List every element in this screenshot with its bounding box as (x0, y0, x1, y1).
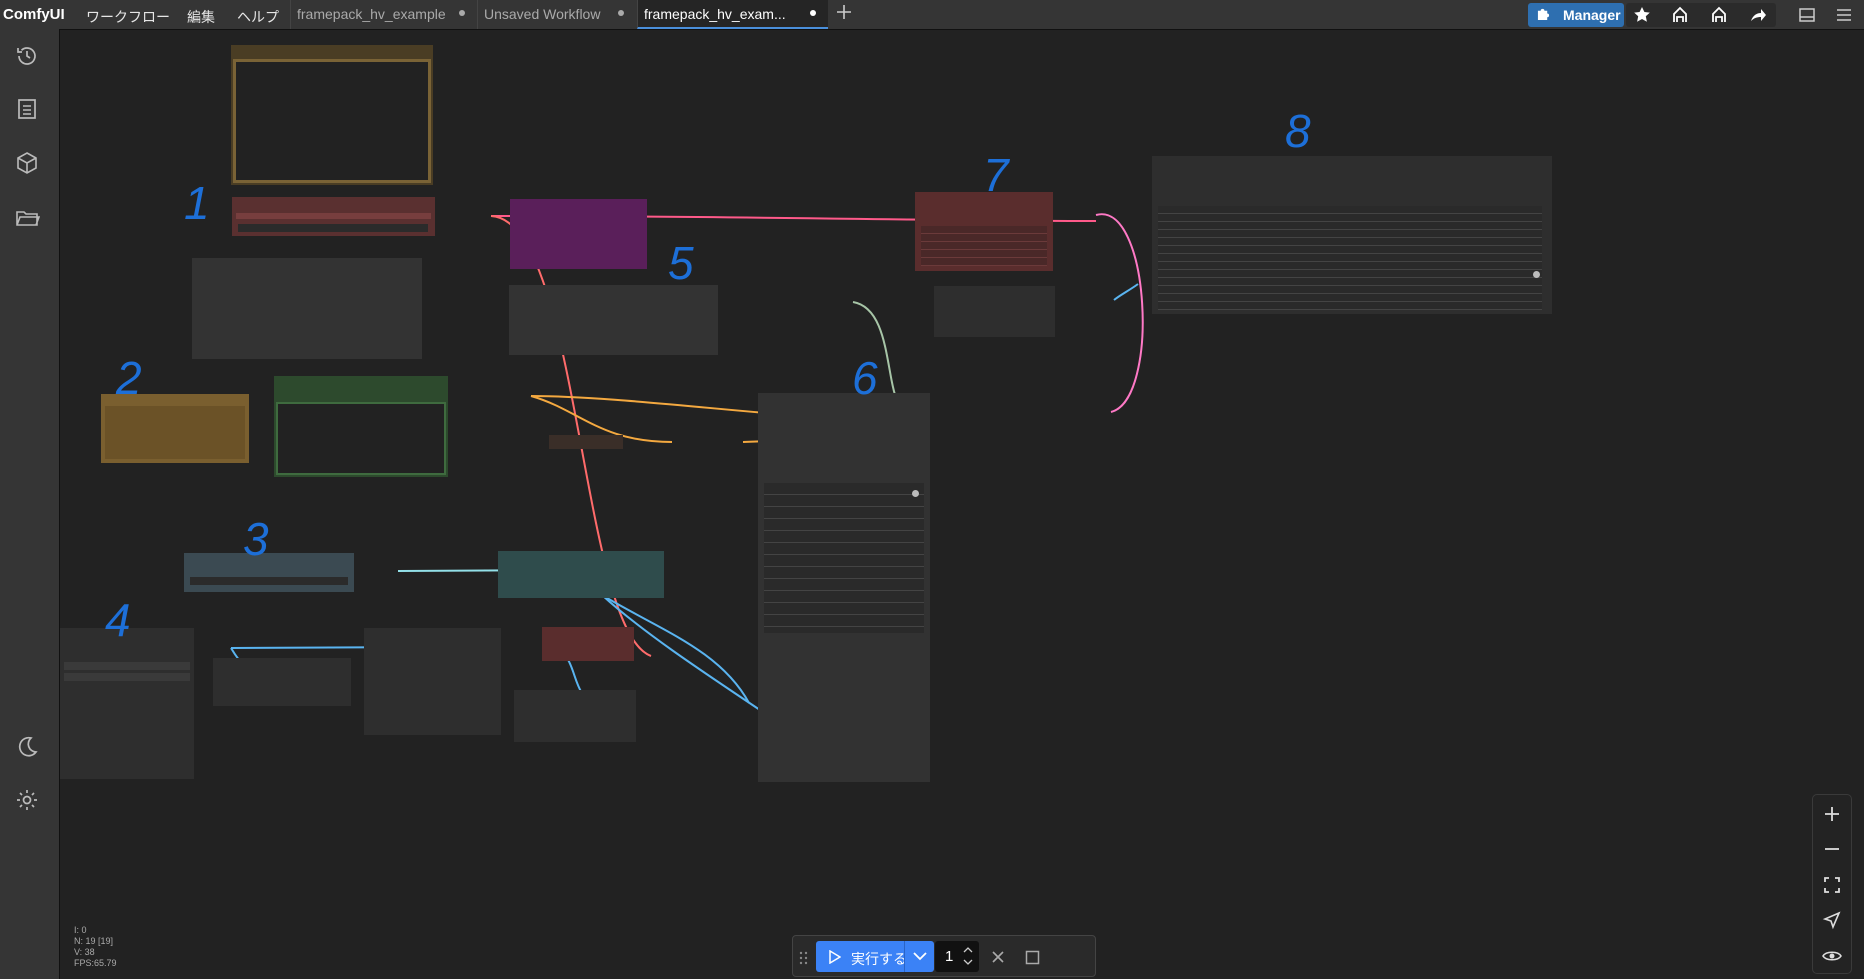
unsaved-dot-icon (810, 10, 816, 16)
annotation-1: 1 (184, 177, 210, 229)
node-3-text[interactable] (184, 553, 354, 592)
zoom-in-icon[interactable] (1821, 803, 1843, 825)
model-library-cube-icon[interactable] (14, 150, 40, 176)
tab-framepack-active[interactable]: framepack_hv_exam... (637, 0, 828, 29)
node-vae[interactable] (514, 690, 636, 742)
top-bar: ComfyUI ワークフロー 編集 ヘルプ framepack_hv_examp… (0, 0, 1864, 30)
model-icon[interactable] (1670, 5, 1690, 25)
node-video-info[interactable] (934, 286, 1055, 337)
tab-label: framepack_hv_exam... (644, 6, 786, 22)
hamburger-menu-icon[interactable] (1834, 5, 1854, 25)
node-widget[interactable] (190, 577, 348, 585)
zoom-out-icon[interactable] (1821, 838, 1843, 860)
share-icon[interactable] (1748, 5, 1768, 25)
node-teal[interactable] (498, 551, 664, 598)
node-widget[interactable] (64, 673, 190, 681)
new-tab-button[interactable] (836, 3, 852, 26)
node-body (105, 406, 245, 459)
node-2-input[interactable] (101, 394, 249, 463)
canvas-stats: I: 0 N: 19 [19] V: 38 FPS:65.79 (74, 925, 117, 969)
visibility-eye-icon[interactable] (1821, 945, 1843, 967)
node-encode[interactable] (364, 628, 501, 735)
node-widget[interactable] (64, 662, 190, 670)
stepper-arrows-icon[interactable] (962, 945, 974, 967)
annotation-3: 3 (243, 513, 269, 565)
toolbar-icon-group (1626, 3, 1776, 27)
plus-icon (837, 5, 851, 19)
node-widget[interactable] (236, 213, 431, 219)
puzzle-icon (1537, 8, 1550, 20)
panel-toggle-icon[interactable] (1797, 5, 1817, 25)
node-red-small[interactable] (542, 627, 634, 661)
node-7-decode[interactable] (915, 192, 1053, 271)
annotation-6: 6 (852, 352, 878, 404)
unsaved-dot-icon (459, 10, 465, 16)
zoom-controls (1812, 794, 1852, 974)
tab-unsaved-workflow[interactable]: Unsaved Workflow (477, 0, 636, 29)
node-6-sampler[interactable] (758, 393, 930, 782)
select-pointer-icon[interactable] (1821, 909, 1843, 931)
run-toolbar: 実行する 1 (792, 935, 1096, 977)
drag-handle-icon[interactable] (799, 951, 809, 965)
sidebar (0, 29, 60, 979)
app-logo: ComfyUI (3, 6, 65, 23)
stat-line: N: 19 [19] (74, 936, 114, 946)
node-green-preview[interactable] (274, 376, 448, 477)
node-5[interactable] (509, 285, 718, 355)
toggle-dot-icon[interactable] (1533, 271, 1540, 278)
tab-label: framepack_hv_example (297, 6, 446, 22)
node-settings[interactable] (192, 258, 422, 359)
history-icon[interactable] (14, 43, 40, 69)
node-widgets[interactable] (921, 226, 1047, 266)
workflows-folder-icon[interactable] (14, 204, 40, 230)
run-label: 実行する (851, 951, 907, 967)
annotation-2: 2 (116, 352, 142, 404)
menu-edit[interactable]: 編集 (187, 9, 215, 25)
tab-framepack-example[interactable]: framepack_hv_example (290, 0, 476, 29)
play-icon (829, 950, 841, 964)
run-mode-dropdown[interactable] (904, 941, 935, 972)
node-4-image[interactable] (60, 628, 194, 779)
tab-label: Unsaved Workflow (484, 6, 601, 22)
cancel-x-icon[interactable] (991, 950, 1005, 964)
node-body (233, 59, 431, 183)
chevron-down-icon (913, 952, 927, 961)
stat-line: V: 38 (74, 947, 95, 957)
annotation-7: 7 (983, 149, 1009, 201)
node-1-loader[interactable] (232, 197, 435, 236)
node-group-gold[interactable] (231, 45, 433, 185)
node-widget[interactable] (238, 224, 428, 232)
manager-button[interactable]: Manager (1528, 3, 1624, 27)
node-widgets[interactable] (764, 483, 924, 633)
node-8-video-combine[interactable] (1152, 156, 1552, 314)
settings-gear-icon[interactable] (14, 787, 40, 813)
menu-help[interactable]: ヘルプ (237, 9, 279, 25)
batch-count-stepper[interactable]: 1 (935, 941, 979, 972)
annotation-8: 8 (1285, 105, 1311, 157)
fit-view-icon[interactable] (1821, 874, 1843, 896)
theme-moon-icon[interactable] (14, 734, 40, 760)
model-alt-icon[interactable] (1709, 5, 1729, 25)
node-reroute[interactable] (549, 435, 623, 449)
stat-line: I: 0 (74, 925, 87, 935)
annotation-5: 5 (668, 237, 694, 289)
node-note-purple[interactable] (510, 199, 647, 269)
manager-label: Manager (1563, 7, 1621, 23)
menu-workflow[interactable]: ワークフロー (86, 9, 170, 25)
star-icon[interactable] (1632, 5, 1652, 25)
stop-square-icon[interactable] (1025, 950, 1040, 965)
unsaved-dot-icon (618, 10, 624, 16)
queue-list-icon[interactable] (14, 96, 40, 122)
stat-line: FPS:65.79 (74, 958, 117, 968)
node-widgets[interactable] (1158, 206, 1542, 310)
graph-canvas[interactable]: 1 2 3 4 5 6 7 8 (60, 30, 1864, 979)
node-resize[interactable] (213, 658, 351, 706)
batch-count-value: 1 (945, 948, 954, 965)
run-queue-button[interactable]: 実行する (816, 941, 934, 972)
annotation-4: 4 (105, 594, 131, 646)
toggle-dot-icon[interactable] (912, 490, 919, 497)
node-body (276, 402, 446, 475)
